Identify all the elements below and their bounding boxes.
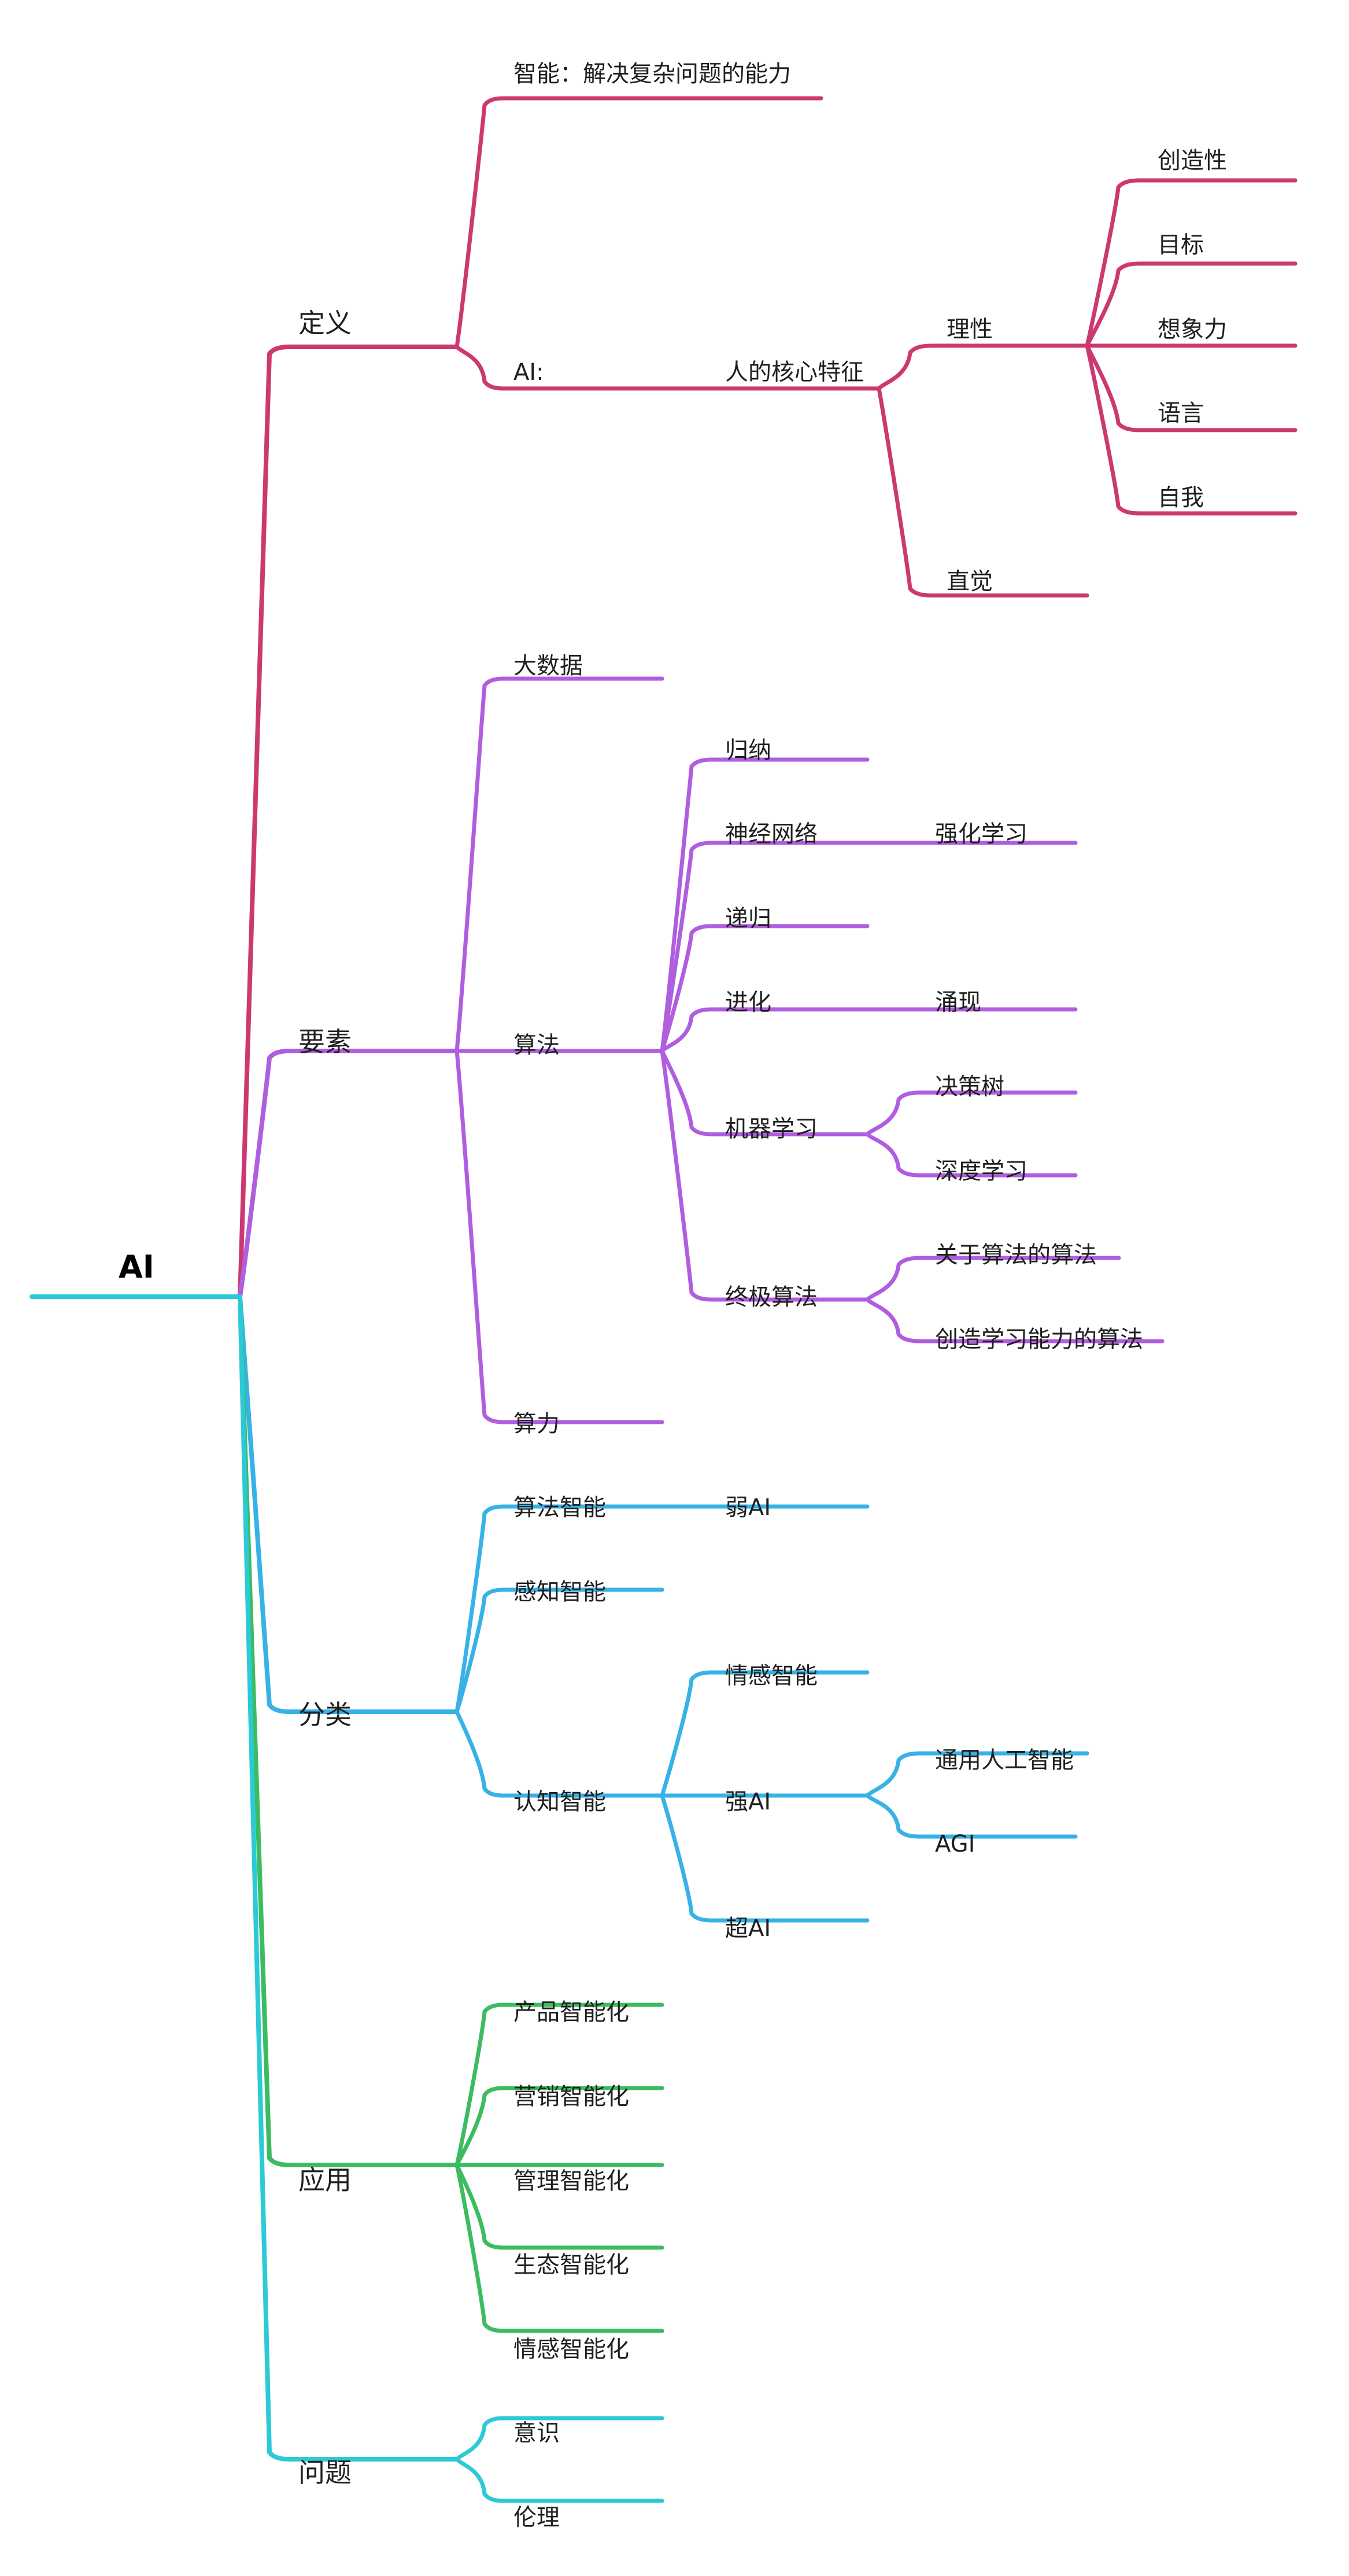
connector-algo-intel <box>454 1504 870 1714</box>
node-evolution[interactable]: 进化 <box>725 989 771 1016</box>
node-classification[interactable]: 分类 <box>298 1699 352 1730</box>
node-perceptual-intelligence[interactable]: 感知智能 <box>513 1579 606 1605</box>
connector-ml <box>660 1049 870 1137</box>
connector-about-algo <box>865 1256 1121 1302</box>
connector-issues <box>238 1294 459 2462</box>
node-neural-network[interactable]: 神经网络 <box>725 821 818 847</box>
node-language[interactable]: 语言 <box>1158 400 1204 427</box>
connector-recursion <box>660 924 870 1053</box>
connector-classification <box>238 1294 459 1714</box>
connector-decision-tree <box>865 1090 1078 1137</box>
node-emotion-intelligence-app[interactable]: 情感智能化 <box>513 2336 629 2363</box>
connector-consciousness <box>454 2416 664 2462</box>
node-bigdata[interactable]: 大数据 <box>513 653 583 679</box>
node-cognitive-intelligence[interactable]: 认知智能 <box>513 1789 606 1815</box>
connector-neural <box>660 841 1078 1053</box>
connector-emotion-intel <box>660 1670 870 1798</box>
connector-rationality-item <box>1085 178 1298 348</box>
connector-bigdata <box>454 676 664 1053</box>
node-rationality[interactable]: 理性 <box>947 316 993 343</box>
connector-application-item <box>454 2163 664 2333</box>
connector-intuition <box>877 386 1089 598</box>
node-super-ai[interactable]: 超AI <box>725 1915 771 1942</box>
node-marketing-intelligence[interactable]: 营销智能化 <box>513 2083 629 2110</box>
node-emergence[interactable]: 涌现 <box>935 989 981 1016</box>
node-emotional-intelligence[interactable]: 情感智能 <box>725 1663 818 1689</box>
node-induction[interactable]: 归纳 <box>725 737 771 764</box>
connector-deep-learning <box>865 1132 1078 1178</box>
node-ultimate-algorithm[interactable]: 终极算法 <box>725 1284 818 1311</box>
node-goal[interactable]: 目标 <box>1158 232 1204 258</box>
node-elements[interactable]: 要素 <box>298 1026 352 1057</box>
node-recursion[interactable]: 递归 <box>725 905 771 932</box>
node-ethics[interactable]: 伦理 <box>513 2504 560 2531</box>
node-weak-ai[interactable]: 弱AI <box>725 1494 771 1521</box>
connector-perception <box>454 1587 664 1714</box>
connector-agi <box>865 1793 1078 1839</box>
node-algorithmic-intelligence[interactable]: 算法智能 <box>513 1494 606 1521</box>
node-management-intelligence[interactable]: 管理智能化 <box>513 2168 629 2194</box>
node-self[interactable]: 自我 <box>1158 484 1204 511</box>
node-intuition[interactable]: 直觉 <box>947 568 993 595</box>
connector-ai-definition <box>454 345 881 391</box>
connector-create-algo <box>865 1297 1165 1343</box>
node-application[interactable]: 应用 <box>298 2164 352 2196</box>
connector-rationality-item <box>1085 343 1298 516</box>
connector-rationality <box>877 343 1089 391</box>
node-algorithm-about-algorithm[interactable]: 关于算法的算法 <box>935 1242 1097 1268</box>
connector-evolution <box>660 1007 1078 1053</box>
node-issues[interactable]: 问题 <box>298 2457 352 2488</box>
connector-definition <box>238 345 459 1299</box>
connector-application-item <box>454 2086 664 2167</box>
node-general-ai[interactable]: 通用人工智能 <box>935 1747 1074 1774</box>
node-deep-learning[interactable]: 深度学习 <box>935 1158 1028 1185</box>
node-product-intelligence[interactable]: 产品智能化 <box>513 1999 629 2026</box>
connector-compute <box>454 1049 664 1424</box>
connector-application-item <box>454 2163 664 2250</box>
node-reinforcement-learning[interactable]: 强化学习 <box>935 821 1028 847</box>
connector-application <box>238 1294 459 2167</box>
connector-intelligence <box>454 96 823 349</box>
node-decision-tree[interactable]: 决策树 <box>935 1074 1004 1100</box>
node-core-trait[interactable]: 人的核心特征 <box>725 359 864 386</box>
node-root[interactable]: AI <box>119 1249 154 1285</box>
connector-induction <box>660 757 870 1053</box>
node-ecosystem-intelligence[interactable]: 生态智能化 <box>513 2252 629 2278</box>
node-definition[interactable]: 定义 <box>298 308 352 339</box>
node-ai-definition[interactable]: AI: <box>513 359 544 386</box>
connector-application-item <box>454 2003 664 2167</box>
node-agi[interactable]: AGI <box>935 1831 975 1857</box>
node-algorithm[interactable]: 算法 <box>513 1032 560 1058</box>
node-intelligence[interactable]: 智能：解决复杂问题的能力 <box>513 61 791 87</box>
connector-ultimate <box>660 1049 870 1302</box>
node-compute[interactable]: 算力 <box>513 1411 560 1437</box>
connector-rationality-item <box>1085 261 1298 348</box>
node-algorithm-create-learning[interactable]: 创造学习能力的算法 <box>935 1326 1143 1353</box>
connector-general-ai <box>865 1751 1089 1798</box>
connector-ethics <box>454 2457 664 2503</box>
connector-elements <box>238 1049 459 1299</box>
node-strong-ai[interactable]: 强AI <box>725 1789 771 1815</box>
connector-rationality-item <box>1085 343 1298 432</box>
node-imagination[interactable]: 想象力 <box>1158 316 1227 343</box>
connector-super-ai <box>660 1793 870 1923</box>
node-creativity[interactable]: 创造性 <box>1158 147 1227 174</box>
connector-cognition <box>454 1709 664 1798</box>
node-machine-learning[interactable]: 机器学习 <box>725 1116 818 1142</box>
node-consciousness[interactable]: 意识 <box>513 2420 560 2447</box>
